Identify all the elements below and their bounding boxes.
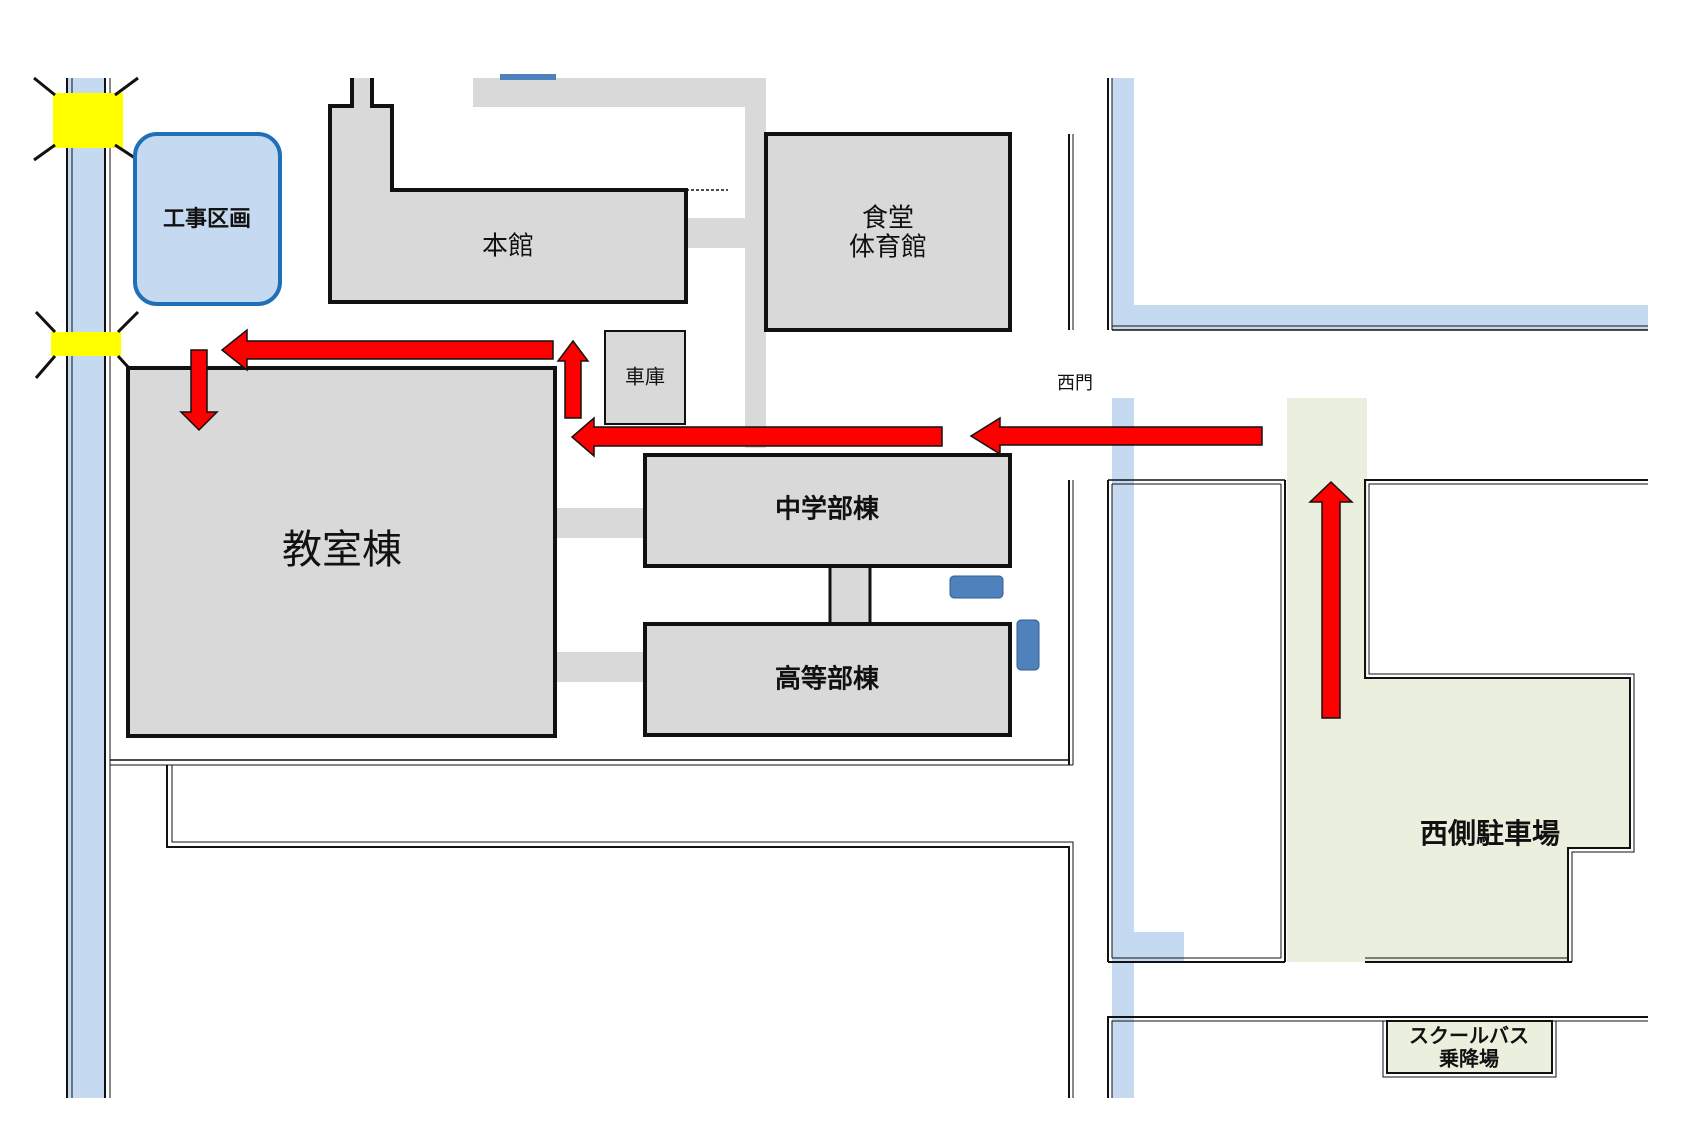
right-water-channels — [1112, 78, 1648, 1098]
red-arrow-icon — [220, 328, 554, 372]
bus-stop-label-line1: スクールバス — [1409, 1024, 1529, 1048]
middle-school-label: 中学部棟 — [775, 494, 880, 525]
classroom-label: 教室棟 — [282, 527, 402, 573]
left-road — [66, 78, 111, 1098]
red-arrow-icon — [179, 349, 219, 432]
school-bus-stop: スクールバス 乗降場 — [1382, 1020, 1557, 1078]
gym-label: 体育館 — [849, 233, 927, 263]
walkways — [473, 78, 872, 682]
construction-label: 工事区画 — [163, 206, 251, 232]
right-road-lines — [1107, 78, 1648, 1098]
red-arrow-icon — [570, 416, 943, 458]
red-arrow-icon — [969, 416, 1263, 456]
construction-area: 工事区画 — [133, 132, 282, 306]
middle-school-building: 中学部棟 — [643, 453, 1012, 568]
road-lines — [110, 134, 1074, 1098]
cafeteria-label: 食堂 — [862, 204, 914, 234]
garage-label: 車庫 — [625, 365, 665, 389]
top-marker — [500, 74, 556, 80]
route-arrows — [179, 328, 1354, 719]
red-arrow-icon — [1308, 480, 1354, 719]
high-school-label: 高等部棟 — [775, 664, 880, 695]
garage-building: 車庫 — [604, 330, 686, 425]
traffic-signal-icon — [34, 310, 140, 380]
traffic-signal-icon — [33, 76, 139, 162]
bus-stop-label-line2: 乗降場 — [1439, 1047, 1499, 1071]
red-arrow-icon — [556, 339, 590, 419]
high-school-building: 高等部棟 — [643, 622, 1012, 737]
small-marker — [1016, 619, 1040, 671]
main-building-label: 本館 — [482, 232, 534, 262]
cafeteria-gym-building: 食堂 体育館 — [764, 132, 1012, 332]
small-marker — [949, 575, 1004, 599]
west-parking-label: 西側駐車場 — [1420, 817, 1560, 850]
west-gate-label: 西門 — [1057, 373, 1093, 394]
left-road-water — [67, 78, 105, 1098]
main-building: 本館 — [328, 78, 728, 304]
